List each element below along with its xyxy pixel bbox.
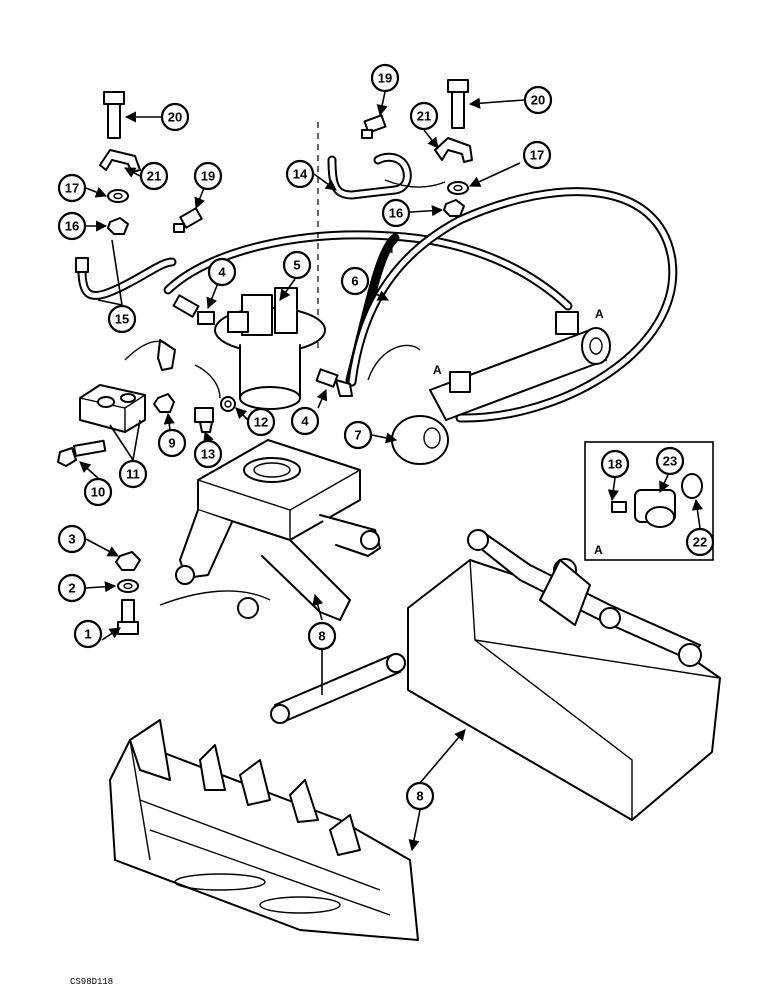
nut-16-right [443,199,465,217]
callout-9: 9 [157,428,187,458]
callout-16-right-label: 16 [389,206,403,221]
callout-22: 22 [685,527,715,557]
callout-10-label: 10 [91,485,105,500]
callout-20-left-label: 20 [168,110,182,125]
bucket-right [407,529,721,821]
callout-14-label: 14 [293,167,308,182]
nut-9 [153,393,175,413]
callout-7: 7 [343,420,373,450]
callout-14: 14 [285,159,315,189]
callout-6-label: 6 [351,274,358,289]
callout-1: 1 [73,619,103,649]
callout-4-right: 4 [290,406,320,436]
washer-17-right [447,181,469,195]
callout-21-right: 21 [409,101,439,131]
leader-lines [79,91,703,852]
callout-20-right: 20 [523,85,553,115]
connector-label-a-inset: A [594,543,603,557]
callout-1-label: 1 [84,627,91,642]
callout-19-left-label: 19 [201,169,215,184]
callout-2: 2 [57,573,87,603]
callout-19-right: 19 [370,63,400,93]
callout-8-lower: 8 [405,781,435,811]
callout-19-left: 19 [193,161,223,191]
clamp-11 [79,384,146,433]
callout-8-lower-label: 8 [416,789,423,804]
fitting-4-right [315,368,353,397]
hydraulic-cylinder-7 [391,311,611,465]
clip-21-left [99,149,141,173]
clip-21-right [434,137,473,163]
callout-3: 3 [57,524,87,554]
callout-7-label: 7 [354,428,361,443]
mount-bracket-8 [159,439,381,621]
callout-11-label: 11 [126,467,140,482]
callout-15: 15 [107,304,137,334]
connector-label-a-cylinder: A [433,363,442,377]
callout-18: 18 [600,449,630,479]
callout-21-left: 21 [139,161,169,191]
callout-18-label: 18 [608,457,622,472]
connector-label-a-top: A [595,307,604,321]
drawing-code: CS98D118 [70,977,113,987]
tube-15 [75,257,177,300]
callout-8-upper-label: 8 [318,629,325,644]
washer-2 [117,579,139,593]
rotator-5 [214,287,326,410]
fitting-19-left [173,207,203,233]
callout-19-right-label: 19 [378,71,392,86]
bolt-1 [117,599,139,635]
callout-23-label: 23 [663,454,677,469]
callout-16-right: 16 [381,198,411,228]
callout-23: 23 [655,446,685,476]
callout-4-right-label: 4 [301,414,309,429]
callout-16-left-label: 16 [65,219,79,234]
callout-4-left-label: 4 [218,265,226,280]
callout-9-label: 9 [168,436,175,451]
callout-6: 6 [340,266,370,296]
callout-11: 11 [118,459,148,489]
bolt-10 [57,439,107,467]
callout-12-label: 12 [254,415,268,430]
callout-17-right: 17 [522,140,552,170]
callout-16-left: 16 [57,211,87,241]
callout-21-left-label: 21 [147,169,161,184]
tube-14 [327,152,412,200]
callout-20-left: 20 [160,102,190,132]
callout-21-right-label: 21 [417,109,431,124]
washer-12 [220,396,236,412]
callout-15-label: 15 [115,312,129,327]
nut-16-left [107,217,129,235]
callout-12: 12 [246,407,276,437]
callout-22-label: 22 [693,535,707,550]
callout-20-right-label: 20 [531,93,545,108]
callout-17-left: 17 [57,173,87,203]
fitting-4-left [172,294,215,325]
link-bar [270,653,406,724]
callout-5: 5 [282,250,312,280]
callout-17-right-label: 17 [530,148,544,163]
callout-17-left-label: 17 [65,181,79,196]
callout-2-label: 2 [68,581,75,596]
callout-4-left: 4 [207,257,237,287]
elbow-fitting-left [157,339,176,371]
fitting-19-right [361,114,387,139]
callout-3-label: 3 [68,532,75,547]
bucket-bottom [109,719,419,941]
bolt-20-right [447,79,469,129]
callout-8-upper: 8 [307,621,337,651]
washer-17-left [107,189,129,203]
callout-13: 13 [193,439,223,469]
callout-10: 10 [83,477,113,507]
fitting-13 [194,407,214,433]
callout-13-label: 13 [201,447,215,462]
bolt-20-left [103,91,125,139]
callout-5-label: 5 [293,258,300,273]
nut-3 [115,551,141,571]
